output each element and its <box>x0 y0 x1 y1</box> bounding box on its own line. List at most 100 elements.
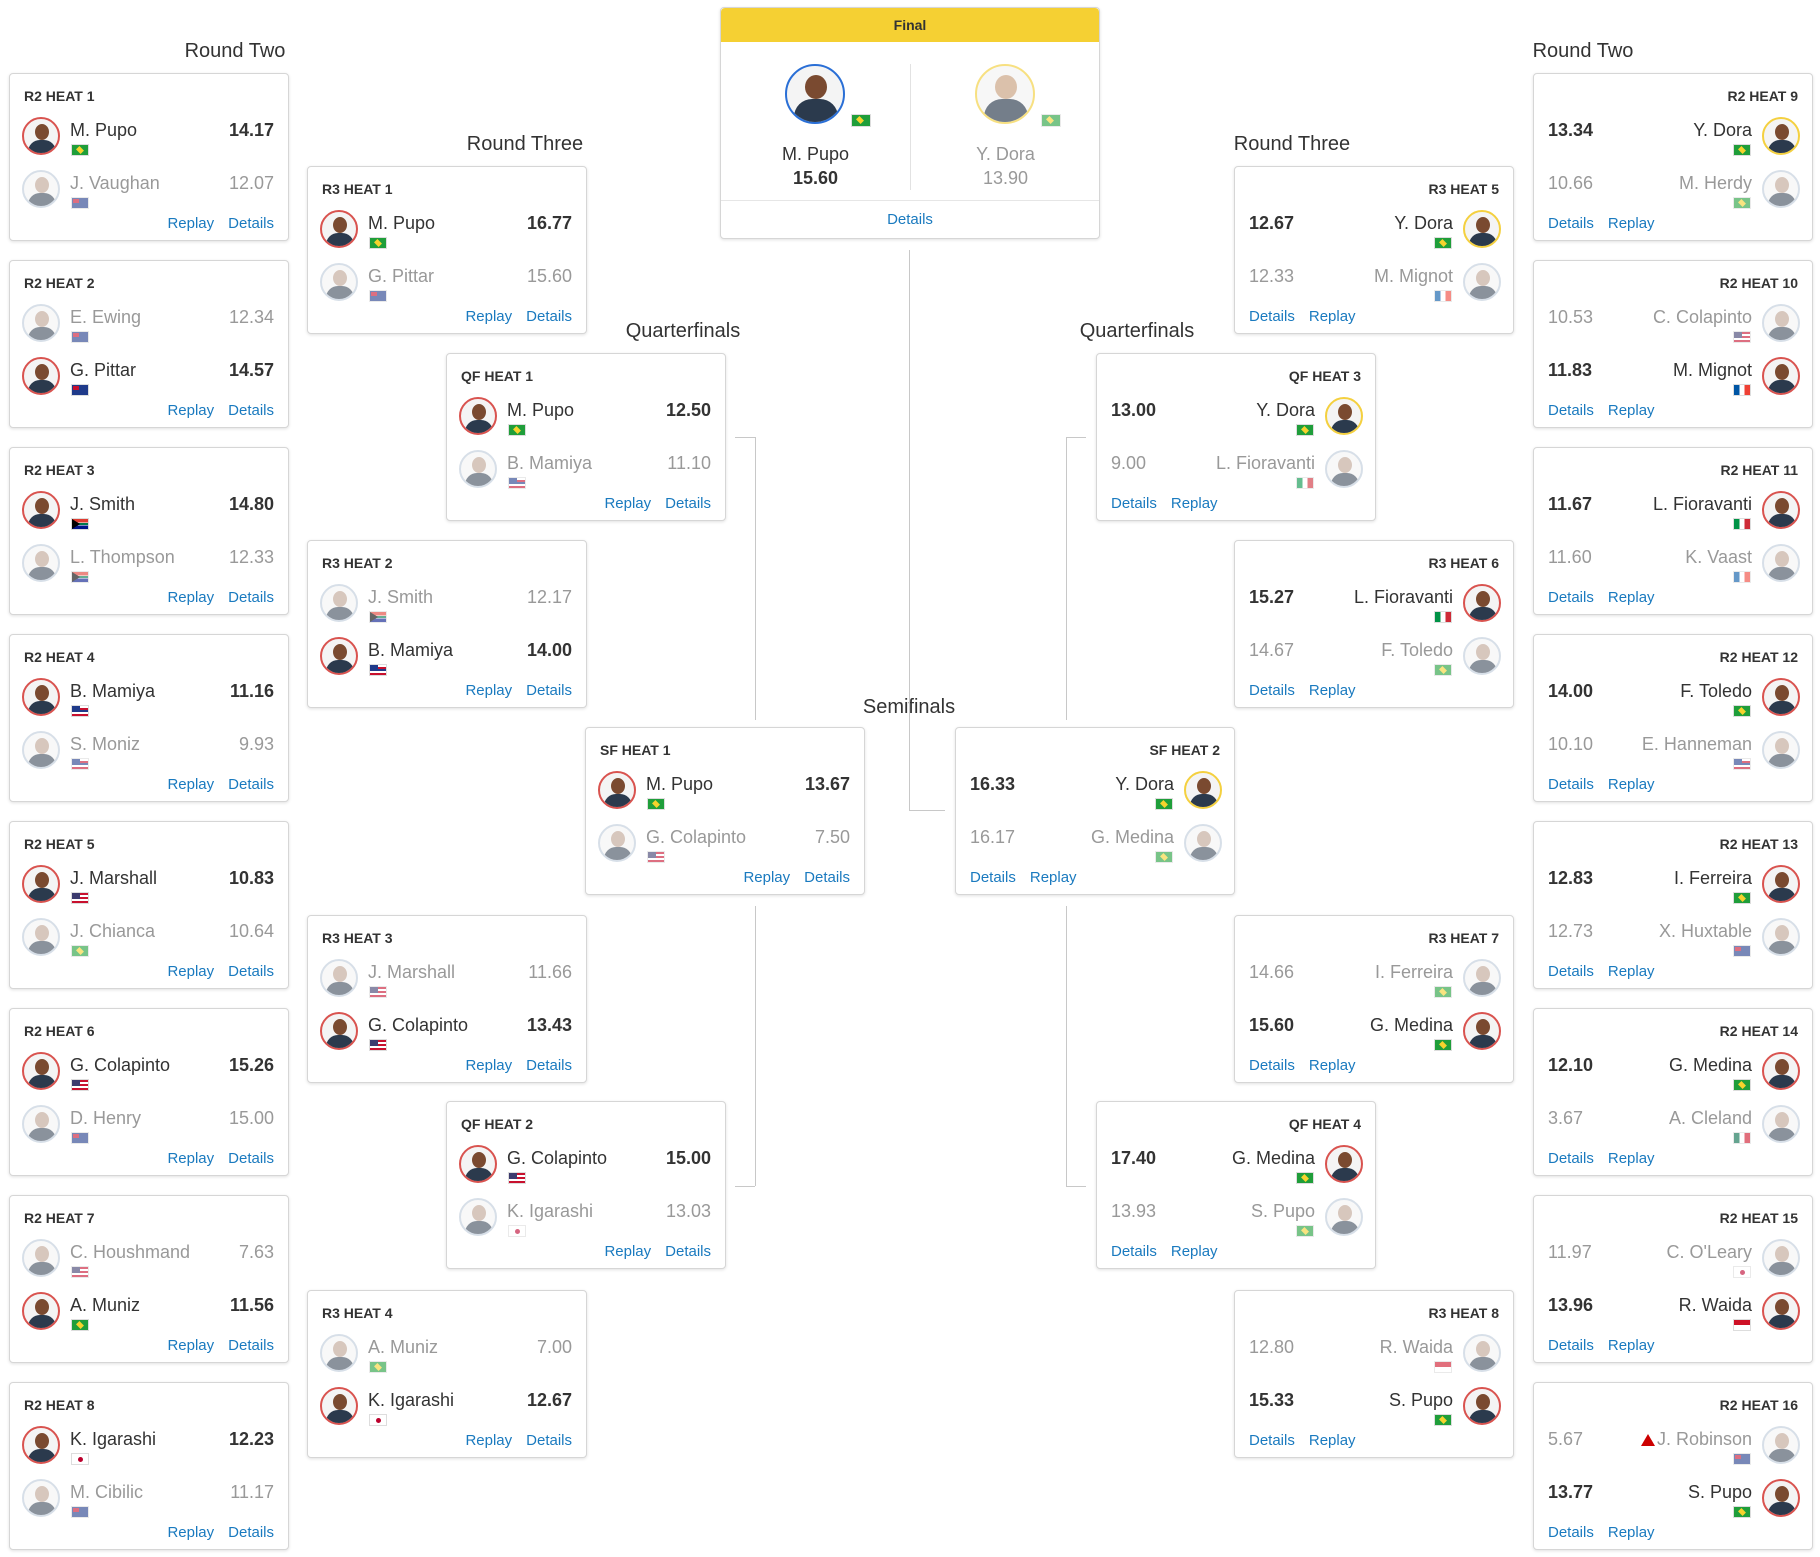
details-link[interactable]: Details <box>1111 495 1157 512</box>
details-link[interactable]: Details <box>526 1432 572 1449</box>
details-link[interactable]: Details <box>1548 1150 1594 1167</box>
details-link[interactable]: Details <box>526 308 572 325</box>
replay-link[interactable]: Replay <box>1170 495 1218 512</box>
replay-link[interactable]: Replay <box>1607 215 1655 232</box>
replay-link[interactable]: Replay <box>167 402 215 419</box>
replay-link[interactable]: Replay <box>1308 1057 1356 1074</box>
replay-link[interactable]: Replay <box>604 1243 652 1260</box>
replay-link[interactable]: Replay <box>1607 1524 1655 1541</box>
replay-link[interactable]: Replay <box>1308 308 1356 325</box>
replay-link[interactable]: Replay <box>465 1057 513 1074</box>
replay-link[interactable]: Replay <box>1607 776 1655 793</box>
details-link[interactable]: Details <box>228 215 274 232</box>
details-link[interactable]: Details <box>228 402 274 419</box>
details-link[interactable]: Details <box>1548 776 1594 793</box>
replay-link[interactable]: Replay <box>1607 963 1655 980</box>
details-link[interactable]: Details <box>228 1337 274 1354</box>
details-link[interactable]: Details <box>526 1057 572 1074</box>
replay-link[interactable]: Replay <box>1308 682 1356 699</box>
final-competitor-a[interactable]: M. Pupo 15.60 <box>721 42 910 192</box>
replay-link[interactable]: Replay <box>167 1150 215 1167</box>
details-link[interactable]: Details <box>1249 1432 1295 1449</box>
replay-link[interactable]: Replay <box>167 776 215 793</box>
replay-link[interactable]: Replay <box>465 1432 513 1449</box>
details-link[interactable]: Details <box>1548 215 1594 232</box>
details-link[interactable]: Details <box>228 963 274 980</box>
replay-link[interactable]: Replay <box>1607 1150 1655 1167</box>
details-link[interactable]: Details <box>1548 963 1594 980</box>
replay-link[interactable]: Replay <box>465 308 513 325</box>
details-link[interactable]: Details <box>1111 1243 1157 1260</box>
details-link[interactable]: Details <box>1548 402 1594 419</box>
final-competitor-b[interactable]: Y. Dora 13.90 <box>911 42 1100 192</box>
replay-link[interactable]: Replay <box>604 495 652 512</box>
details-link[interactable]: Details <box>1249 1057 1295 1074</box>
details-link[interactable]: Details <box>804 869 850 886</box>
details-link[interactable]: Details <box>970 869 1016 886</box>
details-link[interactable]: Details <box>665 1243 711 1260</box>
replay-link[interactable]: Replay <box>167 1337 215 1354</box>
replay-link[interactable]: Replay <box>167 963 215 980</box>
details-link[interactable]: Details <box>1249 682 1295 699</box>
details-link[interactable]: Details <box>228 589 274 606</box>
replay-link[interactable]: Replay <box>167 589 215 606</box>
replay-link[interactable]: Replay <box>1170 1243 1218 1260</box>
replay-link[interactable]: Replay <box>1607 1337 1655 1354</box>
replay-link[interactable]: Replay <box>167 1524 215 1541</box>
replay-link[interactable]: Replay <box>1308 1432 1356 1449</box>
details-link[interactable]: Details <box>1548 589 1594 606</box>
details-link[interactable]: Details <box>228 1524 274 1541</box>
details-link[interactable]: Details <box>526 682 572 699</box>
final-details-link[interactable]: Details <box>887 211 933 228</box>
